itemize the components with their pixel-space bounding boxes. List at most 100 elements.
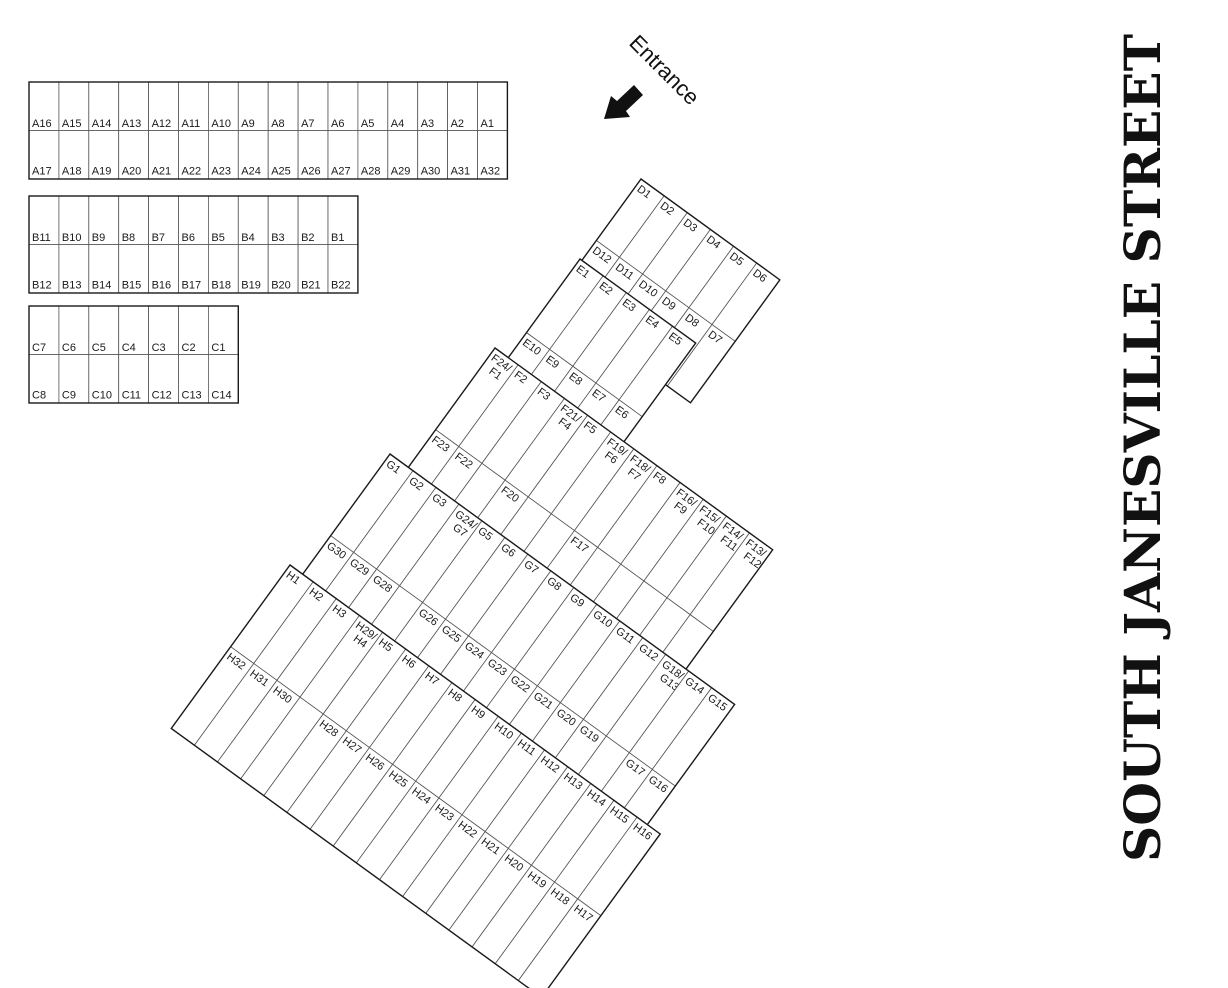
space-label: A10 — [211, 118, 231, 130]
space-label: B4 — [241, 232, 254, 244]
space-label: A26 — [301, 166, 321, 178]
row-outline — [28, 305, 240, 404]
space-label: B22 — [331, 280, 351, 292]
space-label: C4 — [122, 342, 136, 354]
parking-space[interactable] — [178, 305, 209, 355]
parking-space[interactable] — [88, 305, 120, 355]
space-label: B17 — [182, 280, 202, 292]
space-label: B18 — [211, 280, 231, 292]
parking-space[interactable] — [28, 81, 60, 131]
parking-space[interactable] — [357, 130, 389, 180]
space-label: A19 — [92, 166, 112, 178]
parking-space[interactable] — [357, 81, 389, 131]
parking-space[interactable] — [207, 244, 239, 294]
space-label: A32 — [481, 166, 501, 178]
parking-space[interactable] — [118, 354, 149, 404]
street-name: SOUTH JANESVILLE STREET — [1113, 34, 1172, 862]
space-label: B14 — [92, 280, 112, 292]
space-label: A24 — [241, 166, 261, 178]
space-label: C10 — [92, 390, 112, 402]
space-label: A17 — [32, 166, 52, 178]
space-label: B10 — [62, 232, 82, 244]
space-label: A30 — [421, 166, 441, 178]
parking-space[interactable] — [118, 130, 149, 180]
space-label: C7 — [32, 342, 46, 354]
space-label: A12 — [152, 118, 172, 130]
parking-space[interactable] — [297, 195, 329, 245]
parking-space[interactable] — [58, 130, 90, 180]
parking-space[interactable] — [88, 130, 120, 180]
space-label: B11 — [32, 232, 51, 244]
parking-space[interactable] — [327, 130, 359, 180]
space-label: A3 — [421, 118, 434, 130]
space-label: A28 — [361, 166, 381, 178]
space-label: C12 — [152, 390, 172, 402]
parking-space[interactable] — [88, 244, 120, 294]
space-label: C3 — [152, 342, 166, 354]
space-label: A1 — [481, 118, 494, 130]
parking-space[interactable] — [477, 81, 508, 131]
parking-space[interactable] — [297, 244, 329, 294]
space-label: A2 — [451, 118, 464, 130]
parking-space[interactable] — [28, 354, 60, 404]
space-label: B15 — [122, 280, 142, 292]
space-label: C6 — [62, 342, 76, 354]
parking-space[interactable] — [207, 130, 239, 180]
parking-space[interactable] — [327, 244, 359, 294]
space-label: A14 — [92, 118, 112, 130]
parking-space[interactable] — [267, 195, 299, 245]
row-outline — [28, 195, 359, 294]
parking-space[interactable] — [207, 354, 239, 404]
space-label: C14 — [211, 390, 231, 402]
space-label: A18 — [62, 166, 82, 178]
diagonal-blocks: D1D2D3D4D5D6D12D11D10D9D8D7E1E2E3E4E5E10… — [170, 178, 781, 988]
parking-space[interactable] — [237, 244, 269, 294]
parking-space[interactable] — [178, 354, 209, 404]
space-label: B16 — [152, 280, 172, 292]
space-label: A29 — [391, 166, 411, 178]
space-label: C1 — [211, 342, 225, 354]
space-label: A25 — [271, 166, 291, 178]
space-label: A13 — [122, 118, 142, 130]
parking-space[interactable] — [58, 81, 90, 131]
parking-space[interactable] — [297, 81, 329, 131]
parking-space[interactable] — [58, 305, 90, 355]
parking-space[interactable] — [447, 130, 478, 180]
space-label: C9 — [62, 390, 76, 402]
parking-space[interactable] — [207, 305, 239, 355]
entrance-marker: Entrance — [604, 30, 704, 119]
space-label: B2 — [301, 232, 314, 244]
parking-space[interactable] — [178, 81, 209, 131]
space-label: A31 — [451, 166, 471, 178]
space-label: C5 — [92, 342, 106, 354]
space-label: A7 — [301, 118, 314, 130]
space-label: A5 — [361, 118, 374, 130]
row-outline — [28, 81, 509, 180]
parking-space[interactable] — [387, 130, 419, 180]
parking-space[interactable] — [148, 305, 179, 355]
parking-space[interactable] — [148, 244, 179, 294]
space-label: A4 — [391, 118, 404, 130]
block-outline — [170, 564, 662, 988]
space-label: B20 — [271, 280, 291, 292]
parking-space[interactable] — [148, 354, 179, 404]
parking-space[interactable] — [517, 898, 602, 988]
parking-space[interactable] — [148, 130, 179, 180]
space-label: A22 — [182, 166, 202, 178]
space-label: B7 — [152, 232, 165, 244]
parking-space[interactable] — [178, 130, 209, 180]
space-label: B12 — [32, 280, 52, 292]
space-label: B19 — [241, 280, 261, 292]
space-label: B1 — [331, 232, 344, 244]
parking-space[interactable] — [58, 354, 90, 404]
space-label: B13 — [62, 280, 82, 292]
parking-space[interactable] — [207, 195, 239, 245]
parking-space[interactable] — [237, 81, 269, 131]
space-label: C11 — [122, 390, 141, 402]
